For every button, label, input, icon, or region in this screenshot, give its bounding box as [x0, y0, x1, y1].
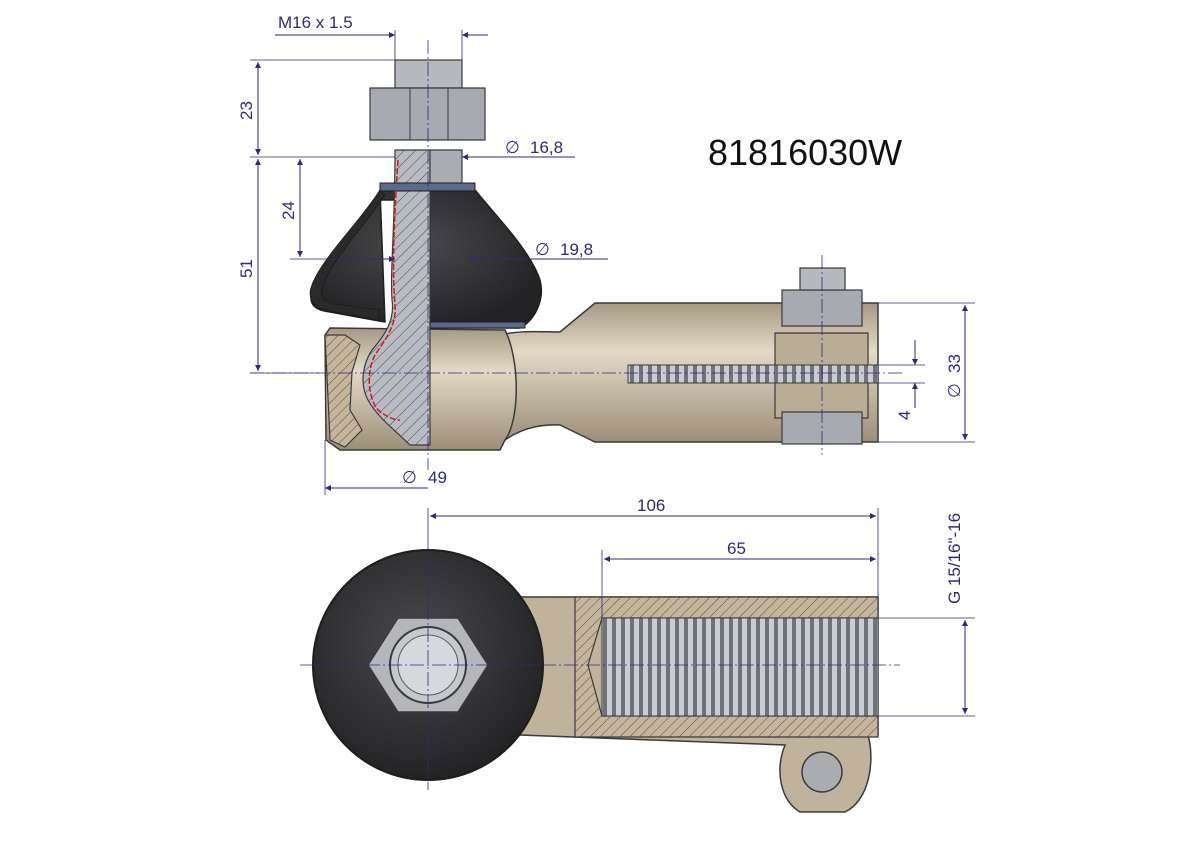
grease-line: [368, 159, 401, 421]
diameter-symbol: ∅: [505, 138, 520, 157]
dim-33-value: 33: [945, 354, 964, 373]
dim-dia-16-8: ∅ 16,8: [505, 138, 563, 157]
dim-dia-49: ∅ 49: [402, 468, 447, 487]
dim-106: 106: [637, 496, 665, 515]
side-view: [250, 40, 905, 470]
boot-section: [309, 189, 386, 321]
ball-pin-section: [362, 149, 431, 446]
dim-49-value: 49: [428, 468, 447, 487]
diameter-symbol: ∅: [945, 383, 964, 398]
dim-slot-4: 4: [895, 411, 914, 420]
diameter-symbol: ∅: [402, 468, 417, 487]
seal-ring-top: [379, 182, 476, 192]
part-number: 81816030W: [708, 132, 902, 173]
dim-24: 24: [279, 201, 298, 220]
housing-section: [324, 334, 363, 448]
ball-pin-half: [429, 149, 463, 186]
clamp-bolt-thread: [799, 267, 846, 291]
plan-view: [300, 540, 900, 813]
dim-dia-19-8: ∅ 19,8: [535, 240, 593, 259]
seal-ring-bottom: [429, 321, 526, 329]
plan-thread-bore: [601, 617, 879, 717]
dimensions-bottom: 106 65 G 15/16"-16: [427, 496, 975, 717]
dim-65: 65: [727, 539, 746, 558]
dimensions-top: M16 x 1.5 23 24 51 ∅ 16,8 ∅ 19,8 ∅: [237, 13, 975, 495]
pin-thread: [394, 59, 463, 89]
dim-23: 23: [237, 101, 256, 120]
plan-bore-section: [574, 596, 879, 738]
castle-nut: [369, 87, 486, 141]
dim-dia-33: ∅ 33: [945, 354, 964, 398]
dim-thread-spec: G 15/16"-16: [945, 513, 964, 604]
dim-thread-pin: M16 x 1.5: [278, 13, 353, 32]
dim-19-8-value: 19,8: [560, 240, 593, 259]
threaded-slot: [627, 364, 879, 384]
plan-eye-bolt: [801, 751, 843, 793]
dim-16-8-value: 16,8: [530, 138, 563, 157]
dim-51: 51: [237, 259, 256, 278]
diameter-symbol: ∅: [535, 240, 550, 259]
